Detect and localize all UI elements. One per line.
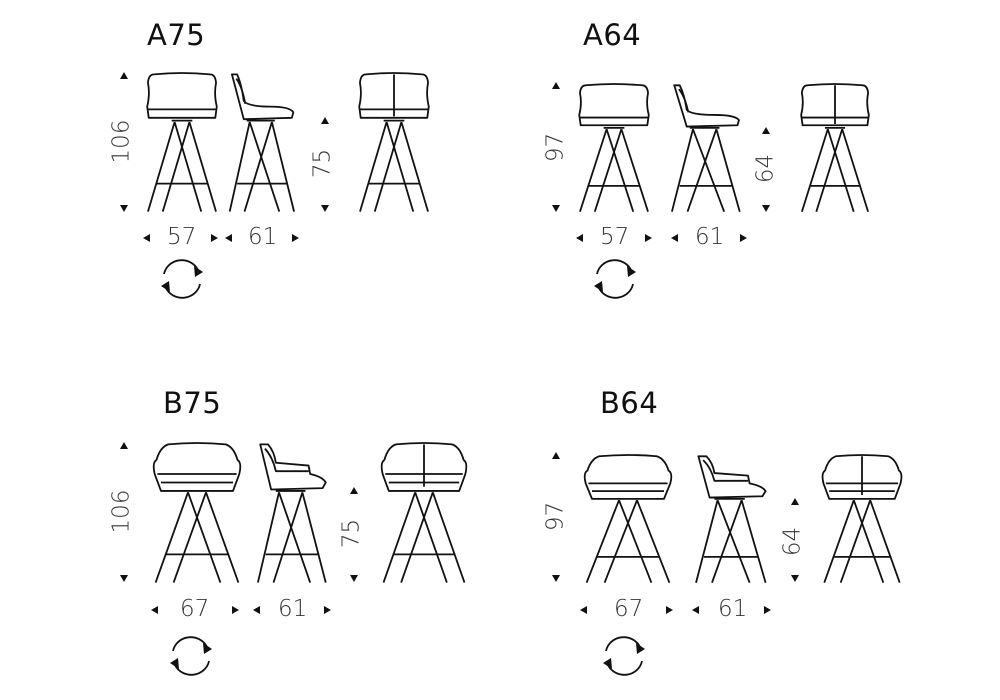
arrow-left-icon bbox=[692, 606, 699, 614]
rotation-arrowhead bbox=[161, 281, 170, 292]
back-view-drawing bbox=[799, 84, 871, 213]
width-label: 57 bbox=[600, 224, 630, 250]
width-label: 57 bbox=[167, 224, 197, 250]
arrow-left-icon bbox=[143, 234, 150, 242]
width-label: 67 bbox=[180, 596, 210, 622]
chair-outline bbox=[696, 456, 766, 582]
arrow-right-icon bbox=[292, 234, 299, 242]
chair-outline bbox=[672, 85, 740, 211]
chair-outline bbox=[801, 84, 869, 212]
arrow-left-icon bbox=[151, 606, 158, 614]
arrow-right-icon bbox=[232, 606, 239, 614]
rotation-arc-bottom bbox=[607, 660, 643, 676]
arrow-up-icon bbox=[762, 127, 770, 134]
front-view-drawing bbox=[583, 455, 673, 584]
chair-outline bbox=[382, 443, 467, 583]
swivel-rotation-icon bbox=[161, 259, 203, 299]
arrow-down-icon bbox=[791, 575, 799, 582]
swivel-rotation-icon bbox=[170, 636, 212, 676]
arrow-up-icon bbox=[791, 498, 799, 505]
arrow-right-icon bbox=[324, 606, 331, 614]
rotation-arrowhead bbox=[627, 266, 636, 277]
overall-height-label: 106 bbox=[108, 119, 135, 164]
chair-outline bbox=[154, 443, 241, 583]
rotation-arrowhead bbox=[636, 643, 645, 654]
chair-outline bbox=[258, 444, 326, 582]
arrow-right-icon bbox=[764, 606, 771, 614]
arrow-down-icon bbox=[552, 205, 560, 212]
arrow-down-icon bbox=[552, 575, 560, 582]
arrow-right-icon bbox=[740, 234, 747, 242]
side-view-drawing bbox=[226, 73, 300, 213]
arrow-down-icon bbox=[120, 575, 128, 582]
arrow-down-icon bbox=[350, 575, 358, 582]
arrow-down-icon bbox=[762, 205, 770, 212]
rotation-arc-top bbox=[596, 259, 632, 275]
chair-outline bbox=[230, 74, 294, 211]
arrow-up-icon bbox=[350, 487, 358, 494]
depth-label: 61 bbox=[278, 596, 308, 622]
arrow-up-icon bbox=[120, 442, 128, 449]
overall-height-label: 106 bbox=[108, 489, 135, 534]
model-title: A64 bbox=[583, 18, 642, 52]
overall-height-label: 97 bbox=[542, 132, 569, 163]
chair-outline bbox=[359, 73, 429, 212]
seat-height-label: 64 bbox=[752, 153, 779, 184]
arrow-up-icon bbox=[552, 452, 560, 459]
arrow-right-icon bbox=[211, 234, 218, 242]
front-view-drawing bbox=[152, 443, 242, 584]
arrow-right-icon bbox=[666, 606, 673, 614]
rotation-arrowhead bbox=[194, 266, 203, 277]
arrow-up-icon bbox=[120, 72, 128, 79]
side-view-drawing bbox=[254, 443, 332, 584]
seat-height-label: 75 bbox=[338, 518, 365, 549]
swivel-rotation-icon bbox=[594, 259, 636, 299]
overall-height-label: 97 bbox=[542, 501, 569, 532]
chair-outline bbox=[147, 73, 217, 212]
width-label: 67 bbox=[614, 596, 644, 622]
arrow-up-icon bbox=[552, 82, 560, 89]
arrow-left-icon bbox=[576, 234, 583, 242]
rotation-arrowhead bbox=[603, 658, 612, 669]
model-title: B64 bbox=[600, 386, 659, 420]
rotation-arc-top bbox=[605, 636, 641, 652]
rotation-arc-top bbox=[163, 259, 199, 275]
arrow-down-icon bbox=[321, 205, 329, 212]
arrow-down-icon bbox=[120, 205, 128, 212]
chair-outline bbox=[579, 84, 649, 212]
rotation-arrowhead bbox=[594, 281, 603, 292]
depth-label: 61 bbox=[718, 596, 748, 622]
front-view-drawing bbox=[145, 73, 219, 213]
seat-height-label: 75 bbox=[309, 148, 336, 179]
rotation-arc-bottom bbox=[165, 283, 201, 299]
chair-outline bbox=[823, 455, 902, 583]
back-view-drawing bbox=[821, 455, 903, 584]
swivel-rotation-icon bbox=[603, 636, 645, 676]
side-view-drawing bbox=[692, 455, 772, 584]
rotation-arrowhead bbox=[170, 658, 179, 669]
back-view-drawing bbox=[357, 73, 431, 213]
model-title: B75 bbox=[163, 386, 222, 420]
seat-height-label: 64 bbox=[779, 526, 806, 557]
rotation-arrowhead bbox=[203, 643, 212, 654]
arrow-left-icon bbox=[253, 606, 260, 614]
model-title: A75 bbox=[147, 18, 206, 52]
chair-outline bbox=[585, 455, 672, 583]
depth-label: 61 bbox=[695, 224, 725, 250]
rotation-arc-bottom bbox=[174, 660, 210, 676]
side-view-drawing bbox=[668, 84, 746, 213]
arrow-left-icon bbox=[671, 234, 678, 242]
rotation-arc-top bbox=[172, 636, 208, 652]
arrow-up-icon bbox=[321, 117, 329, 124]
arrow-right-icon bbox=[645, 234, 652, 242]
arrow-left-icon bbox=[580, 606, 587, 614]
arrow-left-icon bbox=[225, 234, 232, 242]
front-view-drawing bbox=[577, 84, 651, 213]
back-view-drawing bbox=[380, 443, 468, 584]
depth-label: 61 bbox=[248, 224, 278, 250]
rotation-arc-bottom bbox=[598, 283, 634, 299]
